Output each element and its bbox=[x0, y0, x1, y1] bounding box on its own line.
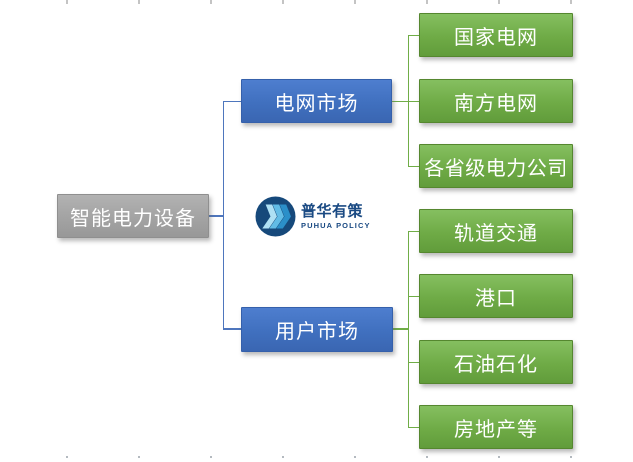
puhua-policy-logo: 普华有策 PUHUA POLICY bbox=[254, 195, 371, 238]
grid-tick bbox=[210, 0, 212, 4]
node-leaf-petrochemical: 石油石化 bbox=[419, 340, 573, 384]
logo-name-en: PUHUA POLICY bbox=[301, 221, 371, 230]
grid-tick bbox=[498, 0, 500, 4]
node-leaf-rail-transit: 轨道交通 bbox=[419, 209, 573, 253]
node-leaf-label: 石油石化 bbox=[454, 353, 538, 376]
grid-tick bbox=[426, 0, 428, 4]
connector-leaf bbox=[408, 100, 419, 102]
connector-green-trunk-bottom bbox=[407, 230, 409, 428]
node-leaf-real-estate: 房地产等 bbox=[419, 405, 573, 449]
connector-leaf bbox=[408, 426, 419, 428]
grid-dot bbox=[570, 456, 572, 458]
logo-text: 普华有策 PUHUA POLICY bbox=[301, 203, 371, 230]
grid-dot bbox=[354, 456, 356, 458]
connector-leaf bbox=[408, 34, 419, 36]
connector-branch-user bbox=[223, 328, 241, 330]
node-leaf-state-grid: 国家电网 bbox=[419, 13, 573, 57]
grid-dot bbox=[138, 456, 140, 458]
connector-leaf bbox=[408, 295, 419, 297]
connector-grid-stub bbox=[392, 100, 408, 102]
node-leaf-label: 国家电网 bbox=[454, 26, 538, 49]
grid-dot bbox=[498, 456, 500, 458]
node-leaf-label: 房地产等 bbox=[454, 418, 538, 441]
grid-dot bbox=[426, 456, 428, 458]
grid-dot bbox=[210, 456, 212, 458]
connector-leaf bbox=[408, 361, 419, 363]
grid-dot bbox=[282, 456, 284, 458]
connector-blue-trunk bbox=[222, 100, 224, 329]
connector-user-stub bbox=[393, 328, 408, 330]
node-leaf-southern-grid: 南方电网 bbox=[419, 79, 573, 123]
node-branch-label: 用户市场 bbox=[275, 321, 359, 343]
logo-name-cn: 普华有策 bbox=[301, 203, 364, 220]
connector-root-stub bbox=[209, 215, 223, 217]
node-leaf-label: 轨道交通 bbox=[454, 222, 538, 245]
node-branch-grid-market: 电网市场 bbox=[241, 79, 392, 123]
grid-tick bbox=[66, 0, 68, 4]
grid-dot bbox=[66, 456, 68, 458]
node-root: 智能电力设备 bbox=[57, 194, 209, 238]
node-leaf-label: 港口 bbox=[475, 287, 517, 310]
grid-tick bbox=[138, 0, 140, 4]
node-root-label: 智能电力设备 bbox=[70, 207, 196, 230]
node-leaf-provincial-power: 各省级电力公司 bbox=[419, 144, 573, 188]
connector-leaf bbox=[408, 165, 419, 167]
node-branch-user-market: 用户市场 bbox=[241, 307, 393, 352]
connector-leaf bbox=[408, 230, 419, 232]
connector-branch-grid bbox=[223, 100, 241, 102]
node-leaf-ports: 港口 bbox=[419, 274, 573, 318]
puhua-chevron-icon bbox=[255, 196, 296, 237]
node-leaf-label: 各省级电力公司 bbox=[424, 157, 568, 180]
grid-tick bbox=[354, 0, 356, 4]
node-branch-label: 电网市场 bbox=[274, 92, 359, 115]
grid-tick bbox=[282, 0, 284, 4]
grid-tick bbox=[570, 0, 572, 4]
node-leaf-label: 南方电网 bbox=[454, 92, 538, 115]
